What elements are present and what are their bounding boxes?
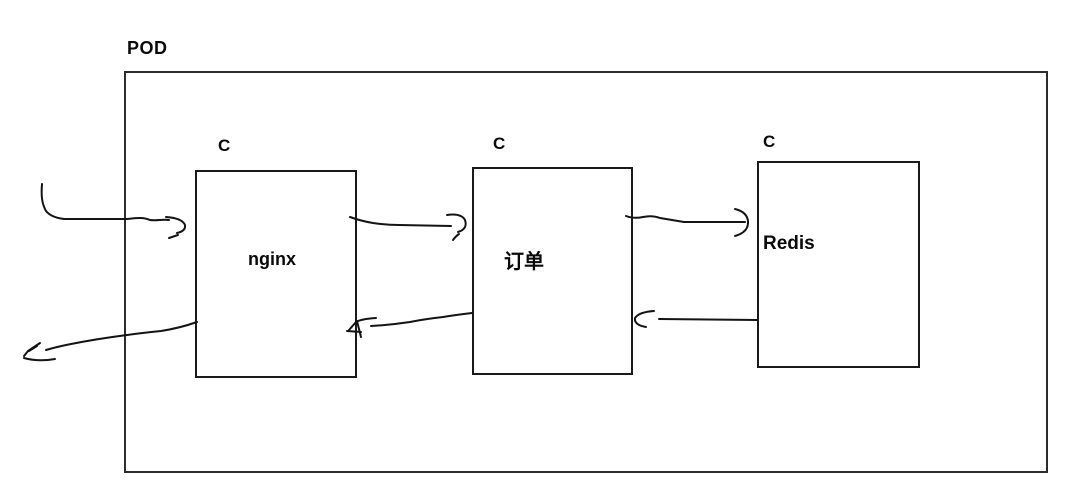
container-name-order: 订单 (504, 251, 544, 273)
container-name-nginx: nginx (248, 249, 296, 269)
pod-label: POD (127, 38, 168, 58)
container-box-redis (757, 161, 920, 368)
pod-boundary-box (124, 71, 1048, 473)
container-box-order (472, 167, 633, 375)
container-marker-nginx: C (218, 136, 231, 155)
container-name-redis: Redis (763, 233, 815, 254)
container-marker-redis: C (763, 132, 776, 151)
container-marker-order: C (493, 134, 506, 153)
container-box-nginx (195, 170, 357, 378)
